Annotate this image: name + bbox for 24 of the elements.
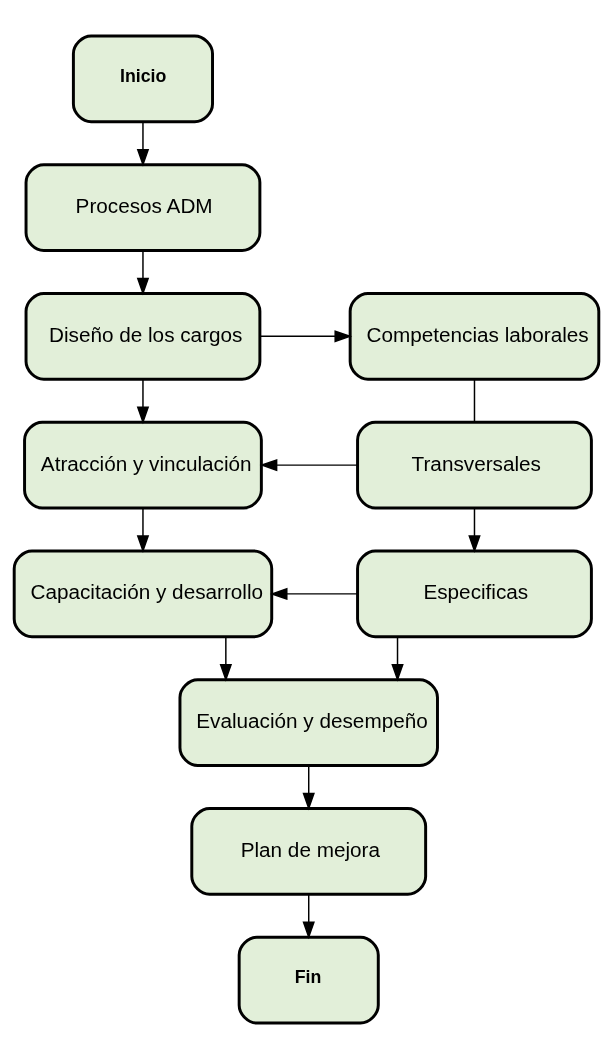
- arrow: [302, 765, 315, 811]
- node-box: Competencias laborales: [348, 291, 601, 381]
- node-box: Fin: [237, 935, 380, 1025]
- arrow: [219, 636, 233, 682]
- node-box: Especificas: [356, 549, 593, 639]
- connector: [473, 379, 476, 423]
- arrow: [259, 330, 353, 343]
- node-box: Diseño de los cargos: [24, 291, 262, 381]
- arrow: [302, 894, 315, 940]
- node-box: Capacitación y desarrollo: [12, 549, 274, 639]
- arrow: [136, 507, 150, 553]
- arrow: [136, 121, 150, 167]
- arrow: [136, 379, 150, 425]
- node-box: Plan de mejora: [190, 807, 428, 896]
- node-box: Evaluación y desempeño: [178, 678, 439, 768]
- arrow: [468, 507, 481, 553]
- node-box: Procesos ADM: [24, 163, 262, 252]
- arrow: [269, 587, 358, 601]
- node-box: Atracción y vinculación: [23, 420, 263, 510]
- node-box: Transversales: [356, 420, 593, 510]
- arrow: [136, 250, 150, 296]
- arrow: [259, 458, 358, 472]
- node-box: Inicio: [71, 34, 214, 124]
- arrow: [391, 636, 404, 682]
